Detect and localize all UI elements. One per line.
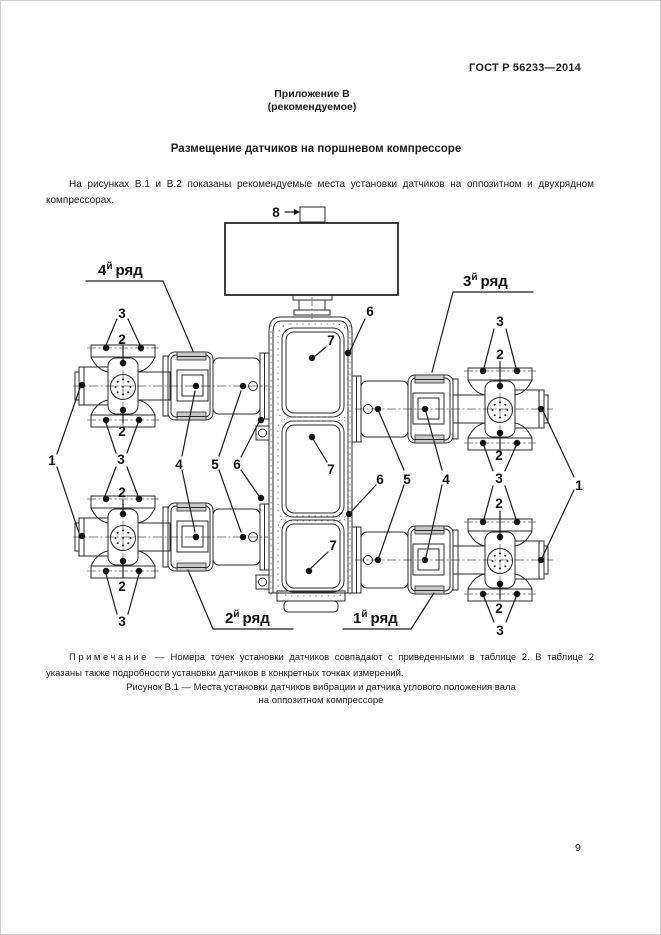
callout-5: 5	[211, 457, 219, 472]
callout-numbers: 8 1 1 3 2 2 3 2 2 3 4 5 6 6 7 7 7 6 5 4 …	[48, 205, 583, 638]
figure-caption-line1: Рисунок В.1 — Места установки датчиков в…	[126, 682, 516, 693]
callout-leaders	[56, 209, 575, 623]
centerlines	[73, 297, 553, 608]
page-number: 9	[575, 842, 581, 854]
callout-4: 4	[175, 457, 183, 472]
annex-heading: Приложение В (рекомендуемое)	[1, 88, 623, 114]
callout-6: 6	[233, 457, 241, 472]
callout-2: 2	[495, 601, 503, 616]
electric-motor	[224, 206, 399, 316]
callout-6: 6	[376, 472, 384, 487]
note-label: Примечание	[69, 651, 149, 663]
callout-2: 2	[495, 496, 503, 511]
callout-2: 2	[118, 332, 126, 347]
figure-caption: Рисунок В.1 — Места установки датчиков в…	[1, 682, 641, 707]
callout-2: 2	[118, 485, 126, 500]
callout-6: 6	[366, 304, 374, 319]
callout-4: 4	[442, 472, 450, 487]
callout-8: 8	[272, 205, 280, 220]
callout-2: 2	[496, 347, 504, 362]
annex-title: Приложение В	[274, 88, 350, 100]
callout-5: 5	[403, 472, 411, 487]
callout-3: 3	[496, 623, 504, 638]
callout-3: 3	[496, 314, 504, 329]
angle-sensor-box	[299, 206, 326, 223]
compressor-diagram: 8 1 1 3 2 2 3 2 2 3 4 5 6 6 7 7 7 6 5 4 …	[48, 205, 583, 638]
crankcase-frame	[255, 316, 353, 613]
doc-number: ГОСТ Р 56233—2014	[469, 62, 581, 74]
sensor-points	[78, 344, 545, 598]
callout-3: 3	[495, 471, 503, 486]
callout-2: 2	[118, 579, 126, 594]
callout-7: 7	[329, 538, 337, 553]
callout-3: 3	[118, 614, 126, 629]
note-paragraph: Примечание —Номера точек установки датчик…	[46, 650, 594, 682]
note-text: Номера точек установки датчиков совпадаю…	[46, 651, 594, 679]
callout-2: 2	[118, 424, 126, 439]
callout-3: 3	[118, 306, 126, 321]
callout-2: 2	[495, 448, 503, 463]
callout-7: 7	[327, 462, 335, 477]
intro-paragraph: На рисунках В.1 и В.2 показаны рекоменду…	[46, 179, 594, 206]
callout-3: 3	[117, 452, 125, 467]
annex-subtitle: (рекомендуемое)	[267, 101, 357, 113]
figure-caption-line2: на оппозитном компрессоре	[258, 694, 384, 706]
callout-1-left: 1	[48, 453, 56, 468]
section-title: Размещение датчиков на поршневом компрес…	[170, 143, 462, 155]
note-dash: —	[155, 651, 165, 663]
callout-7: 7	[327, 333, 335, 348]
callout-1-right: 1	[575, 478, 583, 493]
